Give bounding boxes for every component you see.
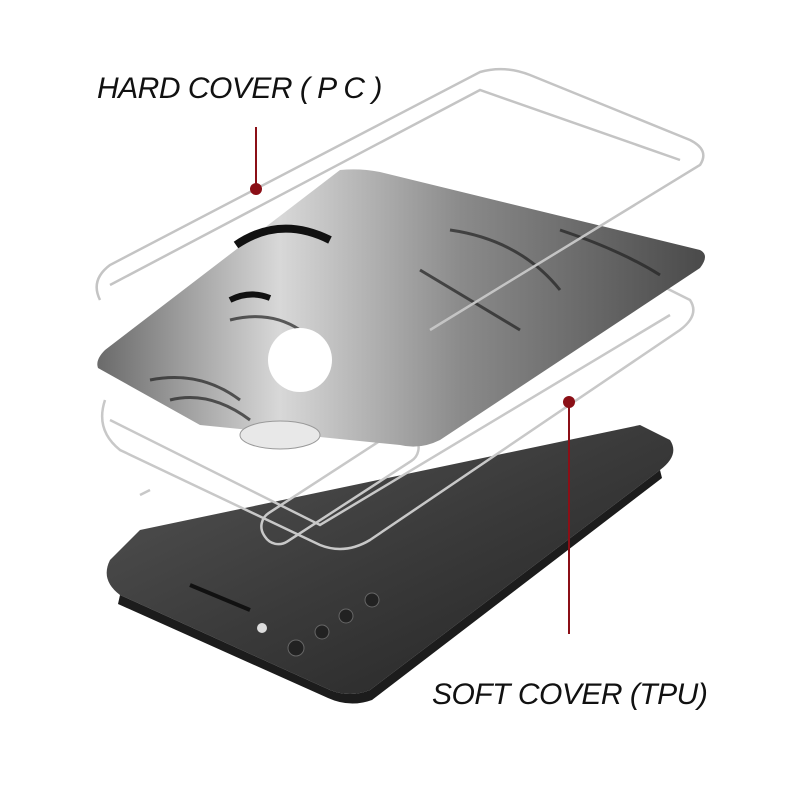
camera-lens-icon [287,639,305,657]
hard-cover-pc [95,67,705,332]
soft-cover-pointer [563,396,575,634]
camera-cutout [268,328,332,392]
hard-cover-pointer [250,127,262,195]
soft-cover-label: SOFT COVER (TPU) [432,678,708,711]
phone-body [106,425,674,704]
flash-icon [257,623,267,633]
tiger-print-plate [97,169,706,450]
hard-cover-label: HARD COVER ( P C ) [97,72,382,105]
